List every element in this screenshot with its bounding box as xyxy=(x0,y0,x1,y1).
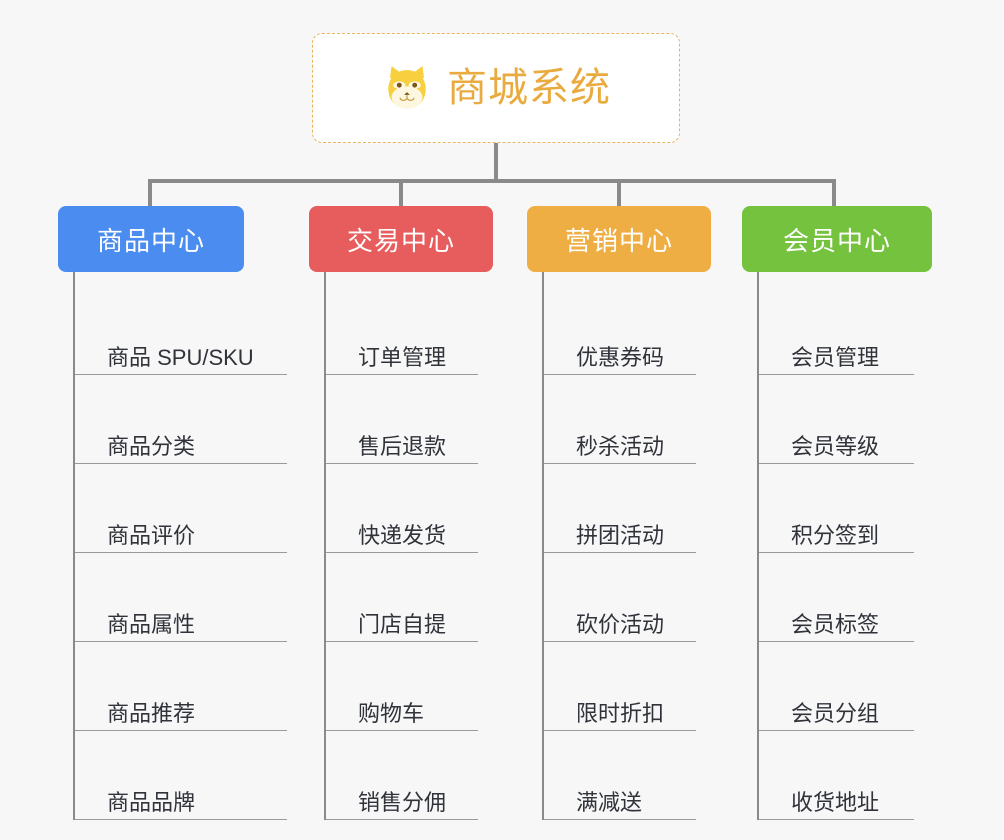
leaf-label: 门店自提 xyxy=(358,611,447,637)
shiba-dog-face-icon xyxy=(381,62,433,114)
connector-drop-trade xyxy=(399,179,403,206)
leaf-label: 收货地址 xyxy=(791,789,880,815)
list-item[interactable]: 收货地址 xyxy=(759,731,914,820)
list-item[interactable]: 砍价活动 xyxy=(544,553,696,642)
leaf-label: 售后退款 xyxy=(358,433,447,459)
list-item[interactable]: 门店自提 xyxy=(326,553,478,642)
leaf-label: 快递发货 xyxy=(358,522,447,548)
list-item[interactable]: 销售分佣 xyxy=(326,731,478,820)
branch-trade-center: 交易中心 订单管理 售后退款 快递发货 门店自提 购物车 销售分佣 xyxy=(309,206,493,820)
list-item[interactable]: 秒杀活动 xyxy=(544,375,696,464)
branch-marketing-center: 营销中心 优惠券码 秒杀活动 拼团活动 砍价活动 限时折扣 满减送 xyxy=(527,206,711,820)
list-item[interactable]: 满减送 xyxy=(544,731,696,820)
list-item[interactable]: 限时折扣 xyxy=(544,642,696,731)
list-item[interactable]: 商品 SPU/SKU xyxy=(75,286,287,375)
leaf-label: 满减送 xyxy=(576,789,643,815)
list-item[interactable]: 快递发货 xyxy=(326,464,478,553)
list-item[interactable]: 优惠券码 xyxy=(544,286,696,375)
leaf-label: 限时折扣 xyxy=(576,700,665,726)
leaf-label: 商品评价 xyxy=(107,522,196,548)
leaf-label: 会员分组 xyxy=(791,700,880,726)
leaf-label: 会员管理 xyxy=(791,344,880,370)
branch-header-product-center[interactable]: 商品中心 xyxy=(58,206,244,272)
branch-label: 交易中心 xyxy=(346,225,455,256)
leaf-list-trade-center: 订单管理 售后退款 快递发货 门店自提 购物车 销售分佣 xyxy=(324,272,493,820)
branch-label: 会员中心 xyxy=(782,225,891,256)
leaf-label: 商品属性 xyxy=(107,611,196,637)
list-item[interactable]: 会员管理 xyxy=(759,286,914,375)
connector-trunk xyxy=(494,143,498,181)
list-item[interactable]: 积分签到 xyxy=(759,464,914,553)
list-item[interactable]: 会员分组 xyxy=(759,642,914,731)
list-item[interactable]: 会员标签 xyxy=(759,553,914,642)
branch-header-member-center[interactable]: 会员中心 xyxy=(742,206,932,272)
root-node[interactable]: 商城系统 xyxy=(312,33,680,143)
leaf-list-product-center: 商品 SPU/SKU 商品分类 商品评价 商品属性 商品推荐 商品品牌 xyxy=(73,272,287,820)
leaf-label: 商品 SPU/SKU xyxy=(107,344,254,370)
connector-bus xyxy=(148,179,836,183)
branch-label: 商品中心 xyxy=(96,225,205,256)
list-item[interactable]: 购物车 xyxy=(326,642,478,731)
leaf-label: 会员等级 xyxy=(791,433,880,459)
leaf-label: 会员标签 xyxy=(791,611,880,637)
list-item[interactable]: 商品属性 xyxy=(75,553,287,642)
list-item[interactable]: 售后退款 xyxy=(326,375,478,464)
leaf-label: 销售分佣 xyxy=(358,789,447,815)
leaf-label: 订单管理 xyxy=(358,344,447,370)
branch-header-marketing-center[interactable]: 营销中心 xyxy=(527,206,711,272)
list-item[interactable]: 订单管理 xyxy=(326,286,478,375)
connector-drop-marketing xyxy=(617,179,621,206)
connector-drop-member xyxy=(832,179,836,206)
leaf-label: 秒杀活动 xyxy=(576,433,665,459)
list-item[interactable]: 商品品牌 xyxy=(75,731,287,820)
list-item[interactable]: 会员等级 xyxy=(759,375,914,464)
leaf-label: 购物车 xyxy=(358,700,425,726)
leaf-label: 积分签到 xyxy=(791,522,880,548)
leaf-label: 砍价活动 xyxy=(576,611,665,637)
branch-label: 营销中心 xyxy=(564,225,673,256)
list-item[interactable]: 商品分类 xyxy=(75,375,287,464)
connector-drop-product xyxy=(148,179,152,206)
branch-header-trade-center[interactable]: 交易中心 xyxy=(309,206,493,272)
leaf-label: 商品分类 xyxy=(107,433,196,459)
list-item[interactable]: 商品推荐 xyxy=(75,642,287,731)
root-title: 商城系统 xyxy=(447,66,611,110)
branch-member-center: 会员中心 会员管理 会员等级 积分签到 会员标签 会员分组 收货地址 xyxy=(742,206,932,820)
leaf-label: 商品推荐 xyxy=(107,700,196,726)
leaf-list-marketing-center: 优惠券码 秒杀活动 拼团活动 砍价活动 限时折扣 满减送 xyxy=(542,272,711,820)
leaf-label: 优惠券码 xyxy=(576,344,665,370)
list-item[interactable]: 拼团活动 xyxy=(544,464,696,553)
leaf-label: 拼团活动 xyxy=(576,522,665,548)
branch-product-center: 商品中心 商品 SPU/SKU 商品分类 商品评价 商品属性 商品推荐 商品品牌 xyxy=(58,206,287,820)
leaf-label: 商品品牌 xyxy=(107,789,196,815)
leaf-list-member-center: 会员管理 会员等级 积分签到 会员标签 会员分组 收货地址 xyxy=(757,272,932,820)
list-item[interactable]: 商品评价 xyxy=(75,464,287,553)
